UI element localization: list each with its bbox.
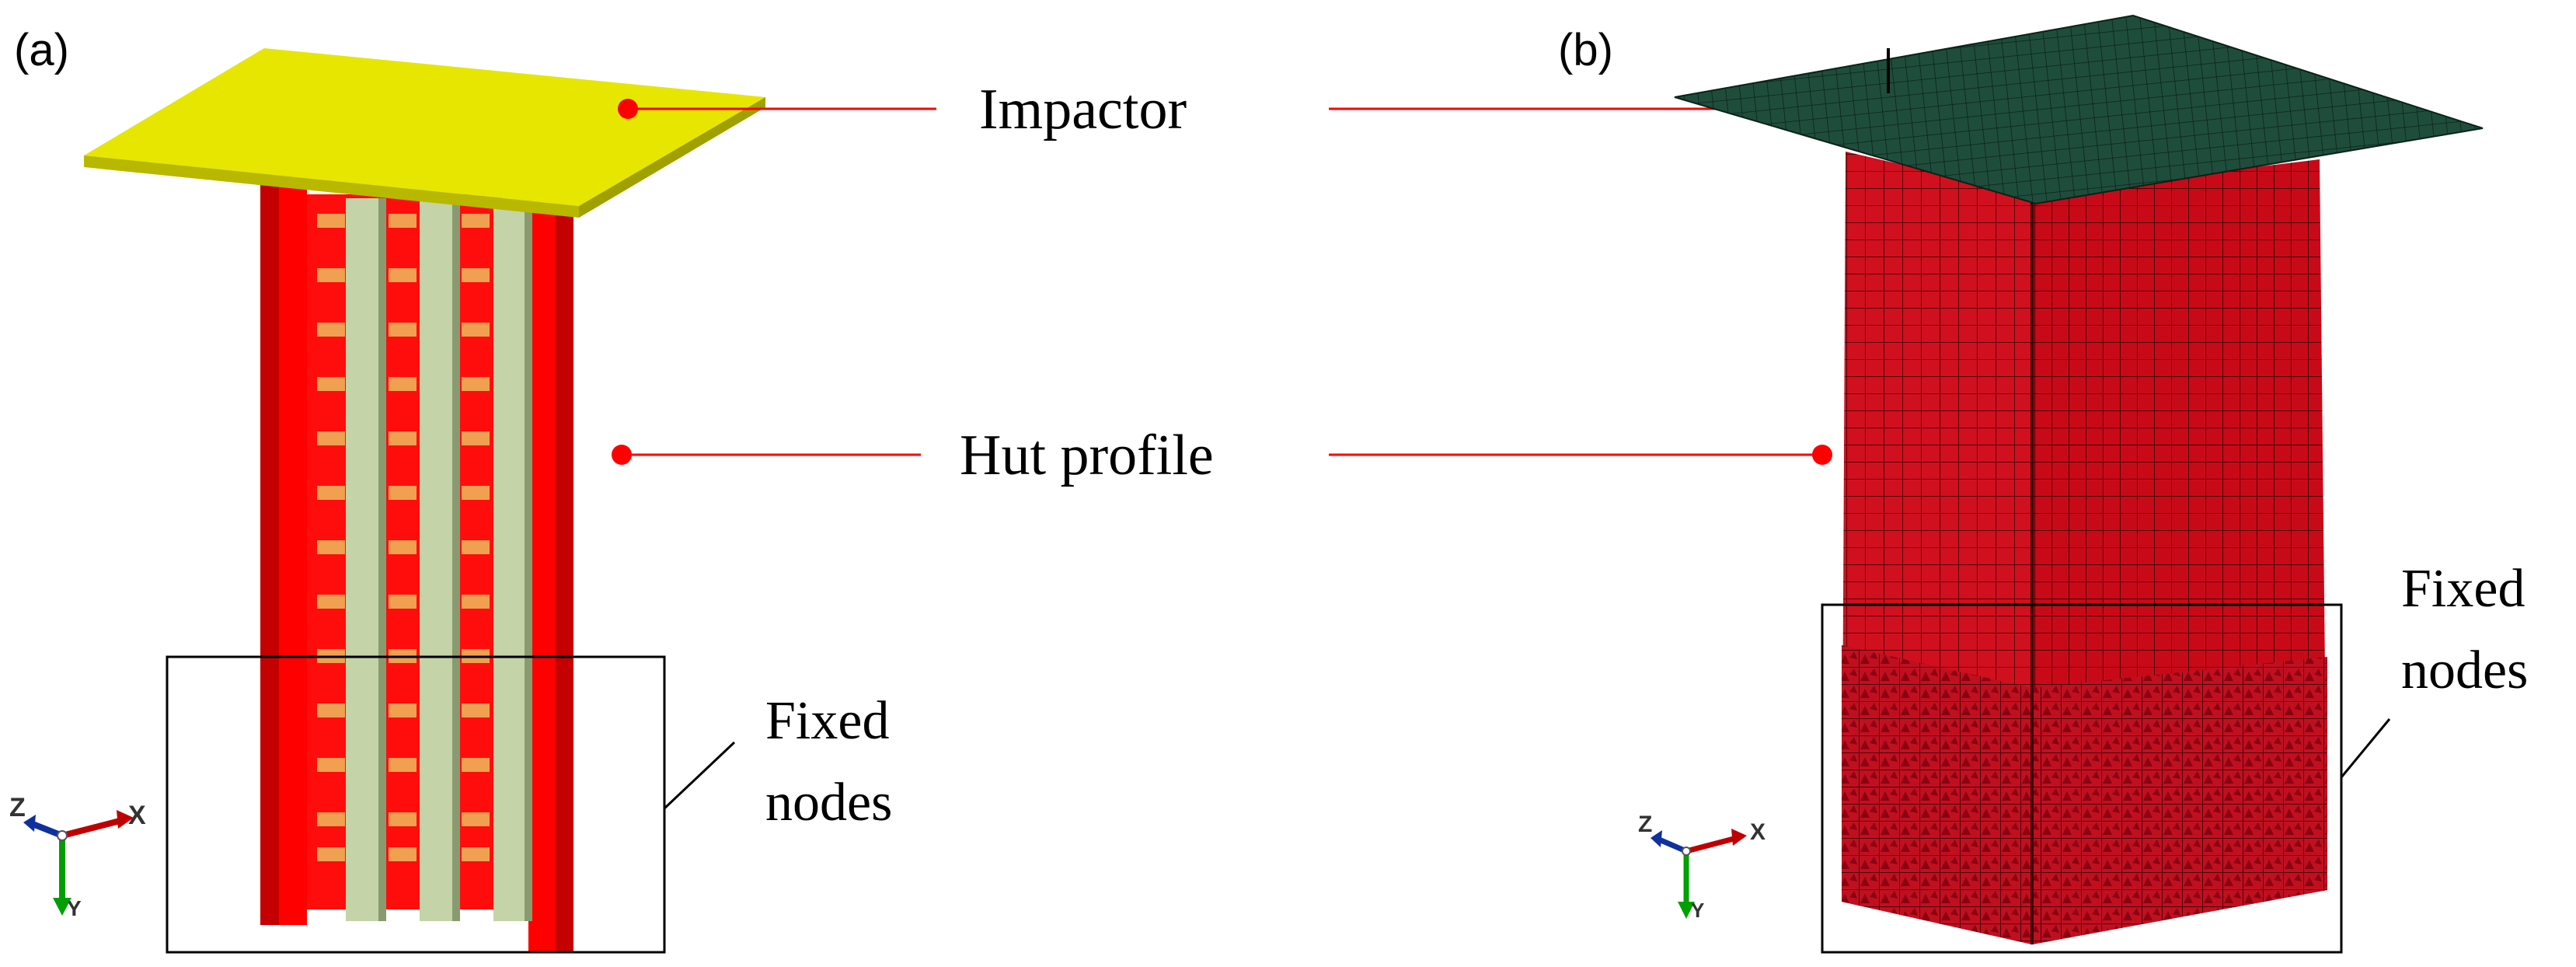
clip [462, 758, 490, 772]
axis-z-line [1657, 836, 1688, 854]
clip [389, 758, 417, 772]
fixed-nodes-box-b [1821, 603, 2343, 954]
stiffener-strip [378, 198, 386, 921]
axis-triad-icon: X Y Z [9, 793, 146, 920]
leader-dot-icon [612, 445, 632, 465]
axis-z-arrowhead [1651, 830, 1662, 847]
axis-x-label: X [1750, 819, 1766, 845]
axis-x-line [1685, 835, 1738, 854]
clip [462, 812, 490, 826]
stiffener-strip [493, 198, 525, 921]
axis-x-arrowhead [117, 810, 134, 829]
clip [462, 323, 490, 337]
axis-x-line [61, 817, 124, 839]
fixed-nodes-label-b-line2: nodes [2401, 641, 2528, 700]
fixed-nodes-box-a [166, 655, 666, 954]
axis-z-label: Z [9, 793, 26, 822]
fixed-nodes-label-a-line2: nodes [765, 773, 892, 833]
stiffener-strip [420, 198, 452, 921]
impactor-right-edge [579, 97, 765, 218]
clip [317, 540, 345, 554]
clip [462, 268, 490, 282]
panel-a: (a) [9, 25, 892, 954]
clip [389, 268, 417, 282]
axis-y-arrowhead [53, 898, 71, 916]
stiffener-strip [525, 198, 532, 921]
clip [462, 431, 490, 445]
hut-profile-mesh-b [1842, 152, 2327, 944]
clip-rows [317, 214, 490, 861]
clip [317, 595, 345, 609]
annotations: Impactor Hut profile [612, 78, 1832, 487]
clip [317, 812, 345, 826]
clip [317, 486, 345, 500]
clip [389, 847, 417, 861]
clip [317, 431, 345, 445]
axis-z-label: Z [1638, 812, 1652, 837]
stiffener-strip [452, 198, 460, 921]
axis-origin [57, 830, 68, 841]
clip [317, 323, 345, 337]
clip [389, 540, 417, 554]
axis-y-label: Y [1691, 899, 1704, 922]
profile-right-web-shade [556, 206, 573, 952]
fixed-nodes-label-b-line1: Fixed [2401, 559, 2525, 619]
clip [389, 323, 417, 337]
axis-x-arrowhead [1731, 829, 1747, 846]
clip [389, 703, 417, 717]
panel-a-label: (a) [14, 25, 69, 75]
clip [389, 486, 417, 500]
clip [389, 214, 417, 228]
axis-y-arrowhead [1678, 902, 1695, 919]
impactor-label: Impactor [979, 78, 1187, 141]
clip [389, 377, 417, 391]
axis-origin [1682, 847, 1691, 856]
clip [317, 377, 345, 391]
clip [462, 540, 490, 554]
fixed-nodes-label-a-line1: Fixed [765, 691, 889, 751]
impactor-top-face [84, 48, 765, 206]
mesh-fixed-region-left [1842, 645, 2032, 944]
clip [389, 431, 417, 445]
axis-x-label: X [128, 801, 146, 830]
impactor-front-edge [84, 155, 579, 218]
axis-z-arrowhead [23, 815, 36, 832]
leader-dot-icon [618, 99, 638, 119]
clip [462, 377, 490, 391]
panel-b: (b) Fixed nodes [1558, 14, 2528, 954]
clip [389, 595, 417, 609]
hut-profile-label: Hut profile [960, 424, 1214, 487]
hut-profile-model-a [260, 179, 573, 952]
axis-y-label: Y [67, 896, 82, 920]
clip [317, 758, 345, 772]
impactor-mesh-top [1674, 14, 2484, 205]
clip [317, 847, 345, 861]
stiffener-strip [346, 198, 378, 921]
clip [462, 847, 490, 861]
clip [389, 812, 417, 826]
fixed-nodes-leader-b [2340, 718, 2391, 778]
impactor-plate-a [84, 48, 765, 218]
clip [462, 595, 490, 609]
clip [317, 214, 345, 228]
profile-left-web-shade [260, 179, 279, 925]
clip [317, 268, 345, 282]
leader-dot-icon [1812, 445, 1832, 465]
panel-b-label: (b) [1558, 25, 1613, 75]
clip [462, 486, 490, 500]
impactor-mesh-b [1674, 14, 2484, 205]
mesh-fixed-region-right [2032, 657, 2327, 944]
clip [462, 214, 490, 228]
fixed-nodes-leader-a [663, 741, 736, 810]
clip [317, 703, 345, 717]
clip [462, 703, 490, 717]
axis-triad-icon: X Y Z [1638, 812, 1766, 922]
